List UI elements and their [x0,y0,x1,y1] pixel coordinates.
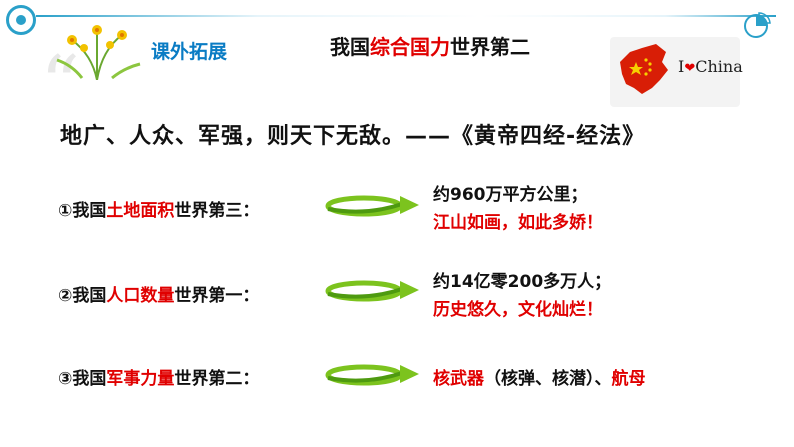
green-arrow-icon [325,195,419,217]
row-population-fact-1: 约14亿零200多万人； [433,272,612,292]
fact-nuclear: 核武器 [433,369,484,389]
green-arrow-icon [325,364,419,386]
row-label-prefix: ①我国 [58,201,107,221]
badge-word: China [695,57,743,76]
title-prefix: 我国 [330,35,370,59]
row-land-label: ①我国土地面积世界第三： [58,196,259,221]
heart-icon: ❤ [684,61,696,76]
row-population-fact-2: 历史悠久，文化灿烂！ [433,300,603,320]
row-label-highlight: 土地面积 [106,201,175,221]
quote-mark-decoration: “ [40,40,80,130]
classical-quote: 地广、人众、军强，则天下无敌。——《黄帝四经-经法》 [60,124,646,149]
fact-carrier: 航母 [611,369,646,389]
row-land-fact-1: 约960万平方公里； [433,185,588,205]
header-divider [36,15,776,17]
i-love-china-text: I❤China [678,57,743,76]
row-label-suffix: 世界第三： [174,201,260,221]
china-map-icon [620,44,668,94]
row-military-fact: 核武器（核弹、核潜）、航母 [433,364,646,389]
row-label-suffix: 世界第二： [174,369,260,389]
row-population-label: ②我国人口数量世界第一： [58,281,259,306]
row-label-prefix: ②我国 [58,286,107,306]
row-label-highlight: 军事力量 [106,369,175,389]
row-label-suffix: 世界第一： [174,286,260,306]
row-land-fact-2: 江山如画，如此多娇！ [433,213,603,233]
badge-i: I [678,57,685,76]
row-label-prefix: ③我国 [58,369,107,389]
fact-detail: （核弹、核潜）、 [484,369,612,389]
section-tag: 课外拓展 [151,41,228,63]
row-label-highlight: 人口数量 [106,286,175,306]
green-arrow-icon [325,280,419,302]
pie-chart-icon [744,12,771,38]
title-suffix: 世界第二 [450,35,530,59]
slide-title: 我国综合国力世界第二 [330,31,530,60]
title-highlight: 综合国力 [370,35,450,59]
flower-illustration [56,25,141,80]
school-logo [6,5,36,35]
row-military-label: ③我国军事力量世界第二： [58,364,259,389]
